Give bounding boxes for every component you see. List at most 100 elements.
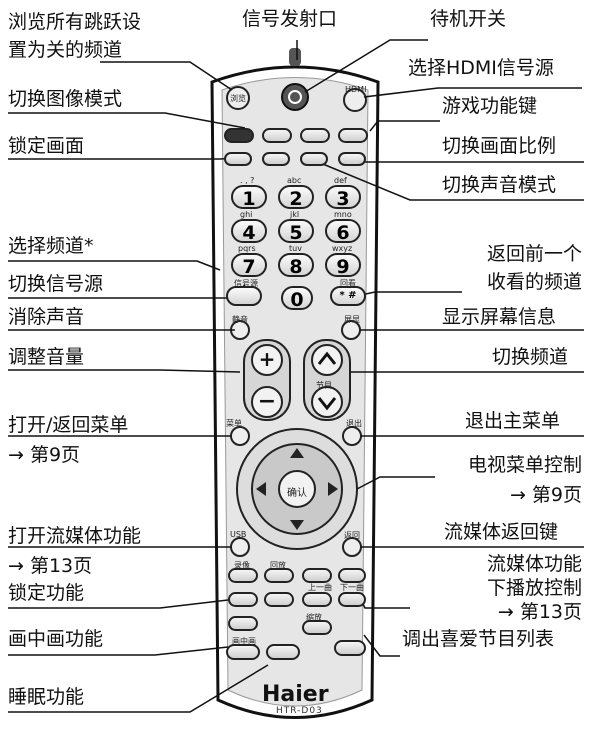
- color-blue-button[interactable]: [338, 128, 368, 143]
- usb-button: [230, 537, 250, 557]
- forward-button[interactable]: [264, 592, 294, 607]
- menu-caption: 菜单: [226, 419, 242, 428]
- display-caption: 屏显: [344, 315, 360, 324]
- letters-6: mno: [334, 210, 352, 219]
- program-caption: 节目: [316, 381, 332, 390]
- svg-text:−: −: [258, 389, 276, 414]
- letters-7: pqrs: [238, 244, 256, 253]
- down-arrow: [290, 520, 304, 530]
- label-standby: 待机开关: [430, 8, 507, 30]
- letters-1: . , ?: [240, 176, 255, 185]
- letters-4: ghi: [240, 210, 253, 219]
- key-7[interactable]: 7: [231, 253, 267, 278]
- key-3[interactable]: 3: [325, 185, 361, 210]
- back-caption: 返回: [344, 531, 360, 540]
- key-8[interactable]: 8: [278, 253, 314, 278]
- recall-caption: 回看: [340, 279, 356, 288]
- label-aspect: 切换画面比例: [442, 135, 557, 157]
- svg-text:+: +: [259, 347, 276, 371]
- mute-caption: 静音: [232, 315, 248, 324]
- color-yellow-button[interactable]: [300, 128, 330, 143]
- label-channel-select: 选择频道*: [8, 235, 94, 257]
- label-sound-mode: 切换声音模式: [442, 174, 557, 196]
- pip-caption: 画中画: [232, 637, 256, 646]
- browse-button: [226, 86, 250, 110]
- ir-window: [289, 48, 301, 66]
- label-media-play: 流媒体功能 下播放控制 → 第13页: [486, 553, 582, 623]
- letters-2: abc: [287, 176, 302, 185]
- up-arrow: [290, 448, 304, 458]
- favorites-button[interactable]: [334, 640, 366, 656]
- key-0[interactable]: 0: [281, 286, 313, 311]
- source-caption: 信号源: [234, 279, 258, 288]
- ok-button: [278, 470, 316, 508]
- exit-button: [342, 426, 362, 446]
- right-arrow: [328, 482, 338, 496]
- label-usb: 打开流媒体功能 → 第13页: [8, 525, 142, 577]
- label-recall: 返回前一个 收看的频道: [486, 243, 582, 293]
- prev-caption: 上一曲: [308, 583, 332, 592]
- label-picture-mode: 切换图像模式: [8, 88, 123, 110]
- freeze-button[interactable]: [224, 152, 252, 166]
- left-arrow: [256, 482, 266, 496]
- source-button[interactable]: [226, 286, 262, 306]
- brand-logo: Haier: [262, 682, 329, 707]
- aspect-button[interactable]: [338, 152, 366, 166]
- next-caption: 下一曲: [340, 583, 364, 592]
- ch-up: [311, 344, 343, 376]
- label-game: 游戏功能键: [442, 95, 538, 117]
- label-freeze: 锁定画面: [8, 135, 85, 157]
- label-ir: 信号发射口: [242, 8, 338, 30]
- menu-button: [230, 426, 250, 446]
- exit-caption: 退出: [346, 419, 362, 428]
- label-hdmi: 选择HDMI信号源: [408, 57, 554, 79]
- letters-8: tuv: [289, 244, 302, 253]
- key-2[interactable]: 2: [278, 185, 314, 210]
- label-sleep: 睡眠功能: [8, 686, 85, 708]
- label-volume: 调整音量: [8, 346, 85, 368]
- record-caption: 录像: [234, 561, 250, 570]
- recall-button[interactable]: * #: [330, 286, 366, 306]
- label-source: 切换信号源: [8, 273, 104, 295]
- hdmi-button: [343, 88, 367, 112]
- label-media-back: 流媒体返回键: [444, 521, 559, 543]
- sound-mode-button[interactable]: [300, 152, 328, 166]
- stop-button[interactable]: [338, 568, 366, 583]
- label-exit: 退出主菜单: [465, 410, 561, 432]
- label-display: 显示屏幕信息: [442, 306, 557, 328]
- ch-down: [311, 386, 343, 418]
- usb-caption: USB: [230, 530, 247, 539]
- zoom-button[interactable]: [302, 620, 332, 635]
- playback-button[interactable]: [264, 568, 294, 583]
- record-button[interactable]: [228, 568, 258, 583]
- key-4[interactable]: 4: [231, 219, 267, 244]
- label-lock: 锁定功能: [8, 582, 85, 604]
- rewind-button[interactable]: [228, 592, 258, 607]
- key-9[interactable]: 9: [325, 253, 361, 278]
- lock-button[interactable]: [228, 616, 258, 631]
- label-mute: 消除声音: [8, 306, 85, 328]
- letters-5: jkl: [290, 210, 300, 219]
- next-button[interactable]: [338, 592, 366, 607]
- label-favorites: 调出喜爱节目列表: [402, 628, 555, 650]
- picture-mode-button[interactable]: [262, 152, 290, 166]
- zoom-caption: 缩放: [306, 613, 322, 622]
- prev-button[interactable]: [302, 592, 332, 607]
- power-button: [281, 83, 309, 111]
- key-1[interactable]: 1: [231, 185, 267, 210]
- key-6[interactable]: 6: [325, 219, 361, 244]
- play-pause-button[interactable]: [302, 568, 332, 583]
- sleep-button[interactable]: [266, 644, 300, 660]
- hdmi-caption: HDMI: [345, 85, 367, 94]
- vol-up: [251, 344, 283, 376]
- model-number: HTR-D03: [276, 706, 323, 716]
- label-menu: 打开/返回菜单 → 第9页: [8, 414, 129, 466]
- browse-caption: 浏览: [230, 94, 246, 103]
- label-browse: 浏览所有跳跃设 置为关的频道: [8, 11, 142, 61]
- color-green-button[interactable]: [262, 128, 292, 143]
- label-pip: 画中画功能: [8, 628, 104, 650]
- color-red-button[interactable]: [224, 128, 254, 143]
- letters-9: wxyz: [332, 244, 353, 253]
- pip-button[interactable]: [226, 644, 260, 660]
- key-5[interactable]: 5: [278, 219, 314, 244]
